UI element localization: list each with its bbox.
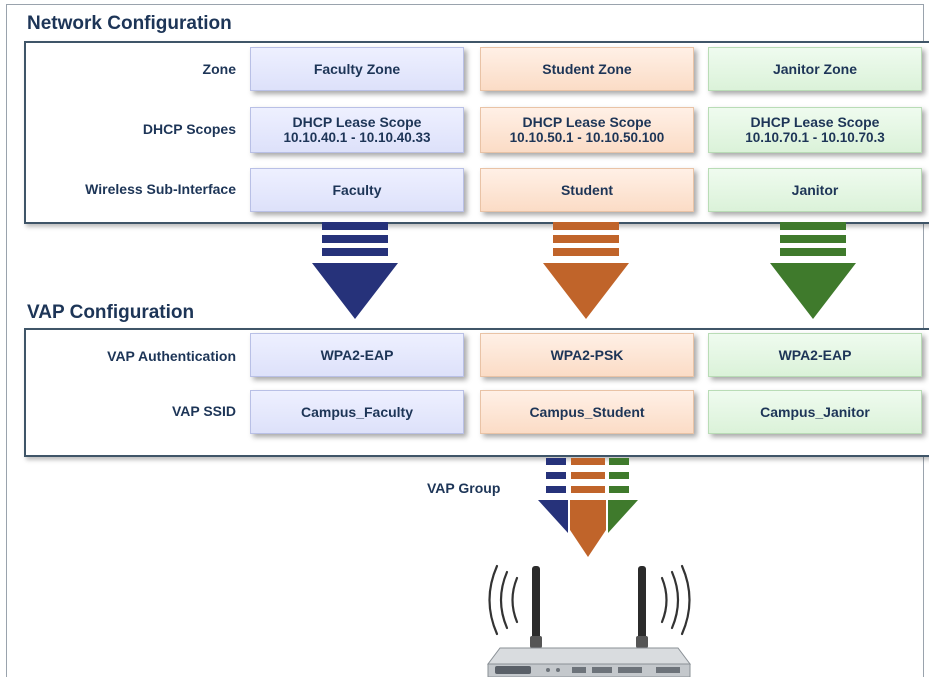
wifi-signal-right-icon xyxy=(660,564,691,636)
vap-config-title: VAP Configuration xyxy=(27,302,195,323)
faculty-dhcp-box: DHCP Lease Scope 10.10.40.1 - 10.10.40.3… xyxy=(250,107,464,153)
student-zone-box: Student Zone xyxy=(480,47,694,91)
vap-group-arrow xyxy=(538,458,638,557)
faculty-down-arrow xyxy=(312,222,398,319)
student-ssid-text: Campus_Student xyxy=(529,403,645,420)
frame-border-top xyxy=(6,4,924,5)
janitor-ssid-box: Campus_Janitor xyxy=(708,390,922,434)
student-auth-text: WPA2-PSK xyxy=(550,346,624,363)
vap-auth-row-label: VAP Authentication xyxy=(107,348,236,364)
janitor-down-arrow xyxy=(770,222,856,319)
student-zone-text: Student Zone xyxy=(542,60,632,77)
wireless-router-icon xyxy=(487,564,691,677)
faculty-subif-box: Faculty xyxy=(250,168,464,212)
janitor-dhcp-box: DHCP Lease Scope 10.10.70.1 - 10.10.70.3 xyxy=(708,107,922,153)
faculty-zone-box: Faculty Zone xyxy=(250,47,464,91)
janitor-dhcp-title: DHCP Lease Scope xyxy=(750,114,880,130)
student-subif-text: Student xyxy=(560,181,614,198)
antenna-right xyxy=(636,566,648,648)
janitor-zone-text: Janitor Zone xyxy=(772,60,857,77)
student-down-arrow xyxy=(543,222,629,319)
janitor-ssid-text: Campus_Janitor xyxy=(760,403,870,420)
faculty-auth-box: WPA2-EAP xyxy=(250,333,464,377)
student-subif-box: Student xyxy=(480,168,694,212)
janitor-zone-box: Janitor Zone xyxy=(708,47,922,91)
antenna-left xyxy=(530,566,542,648)
janitor-subif-box: Janitor xyxy=(708,168,922,212)
faculty-ssid-text: Campus_Faculty xyxy=(300,403,414,420)
faculty-zone-text: Faculty Zone xyxy=(313,60,401,77)
janitor-auth-text: WPA2-EAP xyxy=(778,346,852,363)
faculty-dhcp-title: DHCP Lease Scope xyxy=(292,114,422,130)
student-dhcp-box: DHCP Lease Scope 10.10.50.1 - 10.10.50.1… xyxy=(480,107,694,153)
faculty-auth-text: WPA2-EAP xyxy=(320,346,394,363)
network-config-title: Network Configuration xyxy=(27,13,232,34)
student-auth-box: WPA2-PSK xyxy=(480,333,694,377)
subif-row-label: Wireless Sub-Interface xyxy=(85,181,236,197)
vap-ssid-row-label: VAP SSID xyxy=(171,403,236,419)
student-ssid-box: Campus_Student xyxy=(480,390,694,434)
wifi-signal-left-icon xyxy=(488,564,519,636)
frame-border-left xyxy=(6,4,7,677)
student-dhcp-range: 10.10.50.1 - 10.10.50.100 xyxy=(509,130,665,145)
student-dhcp-title: DHCP Lease Scope xyxy=(522,114,652,130)
janitor-auth-box: WPA2-EAP xyxy=(708,333,922,377)
janitor-subif-text: Janitor xyxy=(791,181,839,198)
faculty-dhcp-range: 10.10.40.1 - 10.10.40.33 xyxy=(283,130,431,145)
dhcp-row-label: DHCP Scopes xyxy=(142,121,236,137)
faculty-ssid-box: Campus_Faculty xyxy=(250,390,464,434)
zone-row-label: Zone xyxy=(202,61,236,77)
janitor-dhcp-range: 10.10.70.1 - 10.10.70.3 xyxy=(745,130,885,145)
vap-group-label: VAP Group xyxy=(427,480,501,496)
faculty-subif-text: Faculty xyxy=(332,181,382,198)
